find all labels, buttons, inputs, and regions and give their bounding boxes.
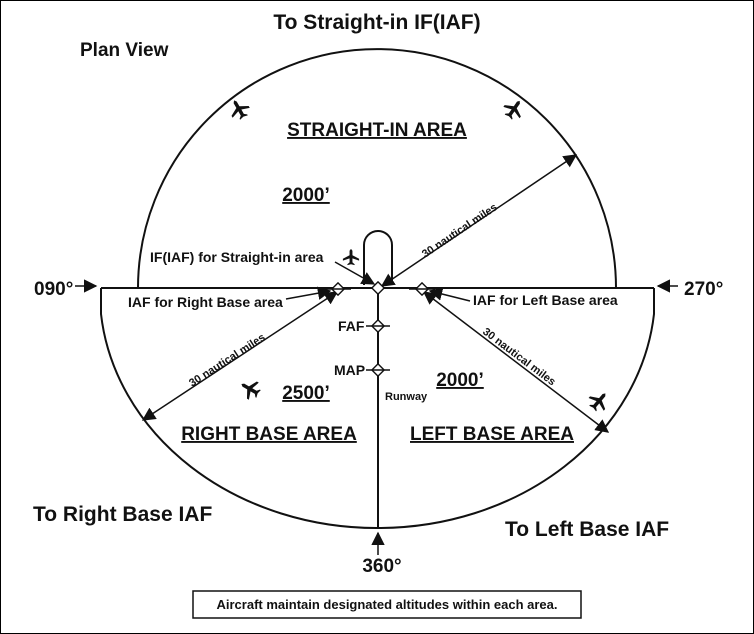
straight-in-area-boundary — [137, 48, 617, 289]
left-base-altitude: 2000’ — [436, 370, 484, 391]
aircraft-icon — [236, 375, 264, 403]
runway-label: Runway — [385, 391, 428, 403]
straight-in-radius-arrow — [380, 154, 578, 287]
to-right-base-iaf-label: To Right Base IAF — [33, 503, 212, 526]
if-iaf-straight-in-label: IF(IAF) for Straight-in area — [150, 249, 324, 265]
if-iaf-pointer — [334, 261, 376, 285]
left-base-area-label: LEFT BASE AREA — [410, 424, 574, 445]
heading-360-label: 360° — [362, 556, 401, 577]
left-base-radius-arrow — [422, 291, 610, 433]
plan-view-label: Plan View — [80, 40, 169, 61]
title-straight-in-if: To Straight-in IF(IAF) — [273, 11, 480, 34]
aircraft-icon — [342, 248, 360, 266]
map-label: MAP — [334, 362, 365, 378]
iaf-left-base-pointer — [428, 287, 471, 302]
right-base-radius-arrow — [141, 291, 339, 421]
to-left-base-iaf-label: To Left Base IAF — [505, 518, 669, 541]
footnote-text: Aircraft maintain designated altitudes w… — [217, 597, 558, 612]
iaf-left-base-label: IAF for Left Base area — [473, 292, 618, 308]
faf-label: FAF — [338, 318, 365, 334]
straight-in-distance-label: 30 nautical miles — [420, 201, 500, 260]
straight-in-area-label: STRAIGHT-IN AREA — [287, 120, 467, 141]
right-base-area-label: RIGHT BASE AREA — [181, 424, 357, 445]
right-base-altitude: 2500’ — [282, 383, 330, 404]
heading-270-label: 270° — [684, 279, 723, 300]
left-base-distance-label: 30 nautical miles — [480, 326, 558, 389]
holding-pattern — [363, 230, 393, 285]
iaf-right-base-pointer — [285, 286, 332, 300]
aircraft-icon — [585, 387, 613, 415]
right-base-distance-label: 30 nautical miles — [187, 331, 267, 389]
straight-in-altitude: 2000’ — [282, 185, 330, 206]
heading-090-label: 090° — [34, 279, 73, 300]
footnote-box — [192, 590, 582, 619]
iaf-right-base-label: IAF for Right Base area — [128, 294, 283, 310]
